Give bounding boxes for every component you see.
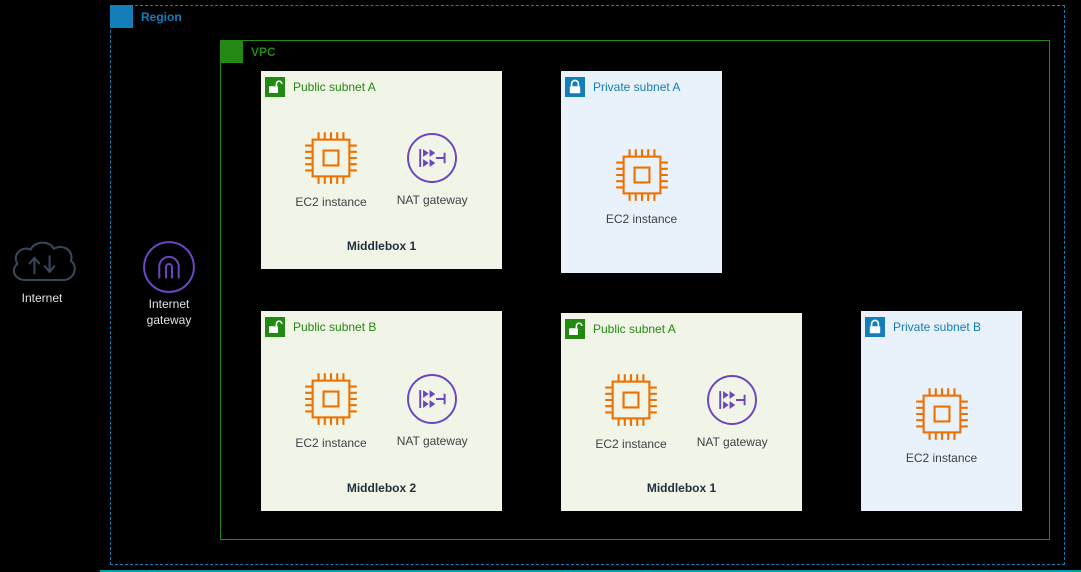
subnet-header: Private subnet A [561, 71, 722, 99]
nat-gateway-label: NAT gateway [696, 434, 768, 449]
public-subnet-lock-icon [265, 317, 285, 337]
subnet-title: Public subnet B [293, 320, 377, 334]
ec2-instance-label: EC2 instance [605, 211, 678, 226]
internet-cloud-icon [12, 241, 76, 282]
subnet-title: Private subnet A [593, 80, 681, 94]
vpc-container: VPC Public subnet A [220, 40, 1050, 540]
subnet-title: Private subnet B [893, 320, 982, 334]
region-container: Region VPC Public subnet A [110, 5, 1065, 565]
subnet-public-a-bottom: Public subnet A [561, 313, 802, 511]
ec2-instance-label: EC2 instance [295, 435, 367, 450]
ec2-instance-icon [915, 387, 968, 440]
ec2-instance-node: EC2 instance [606, 147, 677, 226]
ec2-instance-label: EC2 instance [595, 436, 667, 451]
nat-gateway-node: NAT gateway [397, 132, 468, 207]
internet-gateway-icon [143, 241, 195, 293]
internet-node: Internet [4, 236, 80, 307]
ec2-instance-label: EC2 instance [295, 194, 367, 209]
region-icon [110, 5, 133, 28]
middlebox-label: Middlebox 1 [646, 481, 717, 495]
ec2-instance-label: EC2 instance [905, 450, 978, 465]
subnet-body: EC2 instance [261, 99, 502, 239]
nat-gateway-label: NAT gateway [396, 433, 468, 448]
internet-label: Internet [21, 291, 63, 305]
window-edge-line [100, 570, 1081, 572]
internet-gateway-node: Internet gateway [136, 240, 202, 328]
subnet-header: Public subnet A [561, 313, 802, 341]
subnet-body: EC2 instance [261, 339, 502, 481]
ec2-instance-node: EC2 instance [295, 130, 367, 209]
subnet-body: EC2 instance [861, 339, 1022, 511]
region-label: Region [141, 10, 182, 24]
middlebox-label: Middlebox 2 [346, 481, 417, 495]
public-subnet-lock-icon [265, 77, 285, 97]
ec2-instance-icon [305, 131, 357, 184]
nat-gateway-icon [707, 374, 758, 425]
subnet-body: EC2 instance [561, 341, 802, 481]
subnet-title: Public subnet A [593, 322, 676, 336]
subnet-public-b: Public subnet B [261, 311, 502, 511]
vpc-icon [220, 40, 243, 63]
internet-gateway-label: Internet gateway [146, 297, 192, 327]
middlebox-label: Middlebox 1 [346, 239, 417, 253]
nat-gateway-node: NAT gateway [397, 373, 468, 448]
subnet-header: Private subnet B [861, 311, 1022, 339]
nat-gateway-label: NAT gateway [396, 192, 468, 207]
ec2-instance-node: EC2 instance [595, 372, 667, 451]
nat-gateway-icon [407, 373, 458, 424]
subnet-body: EC2 instance [561, 99, 722, 273]
private-subnet-lock-icon [865, 317, 885, 337]
private-subnet-lock-icon [565, 77, 585, 97]
subnet-public-a-top: Public subnet A [261, 71, 502, 269]
ec2-instance-icon [605, 373, 657, 426]
subnet-header: Public subnet B [261, 311, 502, 339]
subnet-private-a: Private subnet A [561, 71, 722, 273]
nat-gateway-icon [407, 132, 458, 183]
public-subnet-lock-icon [565, 319, 585, 339]
subnet-header: Public subnet A [261, 71, 502, 99]
ec2-instance-icon [305, 372, 357, 425]
nat-gateway-node: NAT gateway [697, 374, 768, 449]
vpc-label: VPC [251, 45, 276, 59]
ec2-instance-icon [615, 148, 668, 201]
subnet-private-b: Private subnet B [861, 311, 1022, 511]
ec2-instance-node: EC2 instance [295, 371, 367, 450]
subnet-title: Public subnet A [293, 80, 376, 94]
ec2-instance-node: EC2 instance [906, 386, 977, 465]
